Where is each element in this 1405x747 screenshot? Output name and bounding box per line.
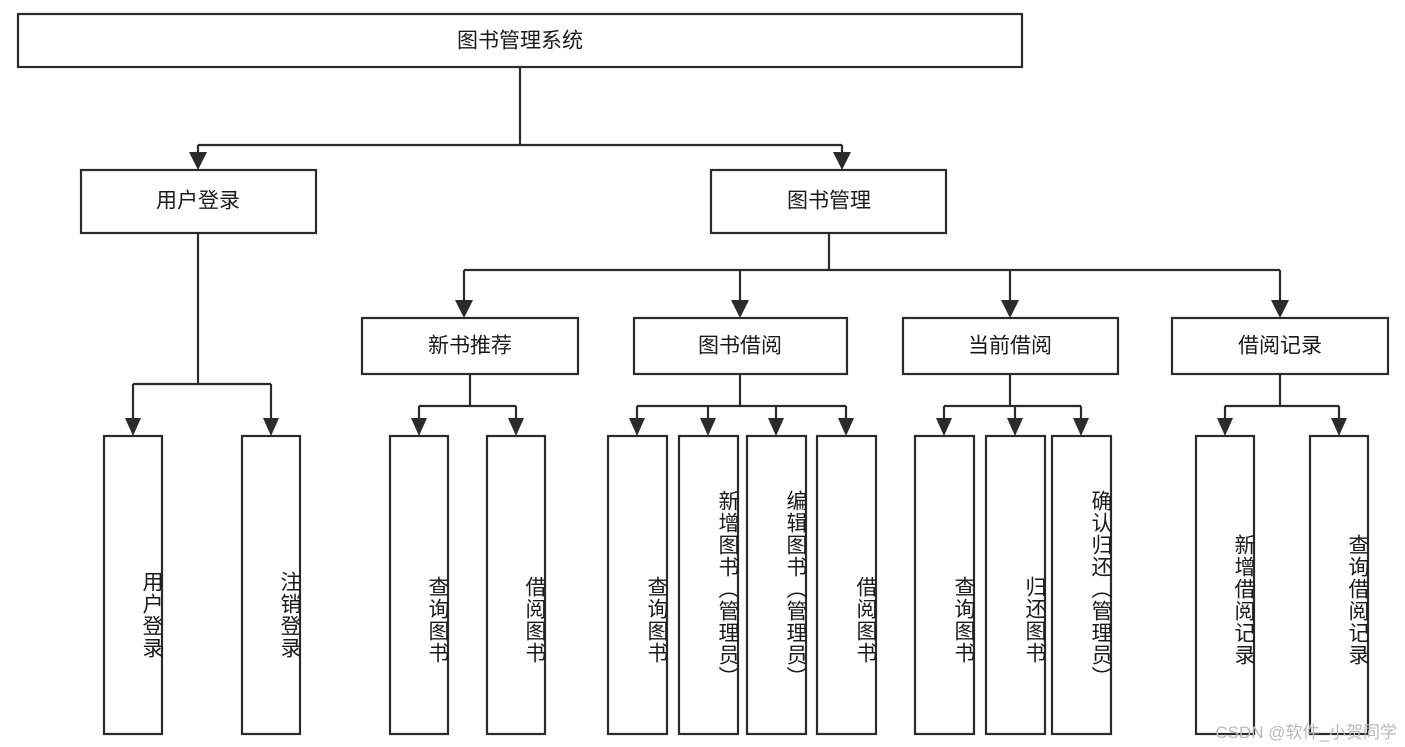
node-new-book-recommend-box[interactable] bbox=[360, 316, 580, 376]
node-root-system-label: 图书管理系统 bbox=[457, 30, 583, 53]
arrow-head-icon bbox=[700, 418, 716, 436]
connector-bookborrow-to-leaves bbox=[629, 374, 854, 436]
arrow-head-icon bbox=[1331, 418, 1347, 436]
node-leaf-add-record-box[interactable] bbox=[1194, 434, 1256, 736]
node-leaf-edit-book-box[interactable] bbox=[745, 434, 808, 736]
arrow-head-icon bbox=[936, 418, 952, 436]
arrow-head-icon bbox=[731, 300, 749, 318]
node-leaf-query-book-recommend-box[interactable] bbox=[388, 434, 450, 736]
watermark-text: CSDN @软件_小贺同学 bbox=[1215, 723, 1397, 742]
connector-borrowrecord-to-leaves bbox=[1217, 374, 1347, 436]
node-leaf-borrow-book-box[interactable] bbox=[815, 434, 878, 736]
node-user-login-label: 用户登录 bbox=[156, 190, 240, 213]
leaf-boxes bbox=[102, 434, 1370, 736]
node-borrow-record-box[interactable] bbox=[1170, 316, 1390, 376]
node-book-borrow-box[interactable] bbox=[632, 316, 849, 376]
node-borrow-record-label: 借阅记录 bbox=[1238, 335, 1322, 358]
arrow-head-icon bbox=[1217, 418, 1233, 436]
arrow-head-icon bbox=[508, 418, 524, 436]
node-borrow-record[interactable]: 借阅记录 bbox=[1170, 316, 1390, 376]
arrow-head-icon bbox=[1007, 418, 1023, 436]
arrow-head-icon bbox=[833, 152, 851, 170]
node-leaf-add-book-box[interactable] bbox=[677, 434, 740, 736]
connector-currentborrow-to-leaves bbox=[936, 374, 1089, 436]
connector-newbook-to-leaves bbox=[411, 374, 524, 436]
node-book-manage[interactable]: 图书管理 bbox=[709, 168, 948, 235]
node-new-book-recommend[interactable]: 新书推荐 bbox=[360, 316, 580, 376]
arrow-head-icon bbox=[411, 418, 427, 436]
node-user-login[interactable]: 用户登录 bbox=[79, 168, 318, 235]
arrow-head-icon bbox=[263, 418, 279, 436]
arrow-head-icon bbox=[455, 300, 473, 318]
arrow-head-icon bbox=[1073, 418, 1089, 436]
arrow-head-icon bbox=[125, 418, 141, 436]
node-leaf-user-login-box[interactable] bbox=[102, 434, 164, 736]
node-book-borrow-label: 图书借阅 bbox=[698, 335, 782, 358]
arrow-head-icon bbox=[629, 418, 645, 436]
arrow-head-icon bbox=[189, 152, 207, 170]
node-new-book-recommend-label: 新书推荐 bbox=[428, 335, 512, 358]
node-leaf-return-book-box[interactable] bbox=[984, 434, 1047, 736]
arrow-head-icon bbox=[1001, 300, 1019, 318]
node-root-system[interactable]: 图书管理系统 bbox=[16, 12, 1024, 69]
connector-root-to-level2 bbox=[189, 67, 851, 170]
arrow-head-icon bbox=[838, 418, 854, 436]
connector-bookmanage-to-level3 bbox=[455, 233, 1289, 318]
node-leaf-query-record-box[interactable] bbox=[1308, 434, 1370, 736]
node-current-borrow[interactable]: 当前借阅 bbox=[901, 316, 1120, 376]
node-leaf-query-book-current-box[interactable] bbox=[913, 434, 976, 736]
node-book-borrow[interactable]: 图书借阅 bbox=[632, 316, 849, 376]
node-user-login-box[interactable] bbox=[79, 168, 318, 235]
node-book-manage-label: 图书管理 bbox=[787, 190, 871, 213]
node-book-manage-box[interactable] bbox=[709, 168, 948, 235]
node-current-borrow-box[interactable] bbox=[901, 316, 1120, 376]
node-leaf-logout-box[interactable] bbox=[240, 434, 302, 736]
connector-userlogin-to-leaves bbox=[125, 233, 279, 436]
node-leaf-borrow-book-recommend-box[interactable] bbox=[485, 434, 547, 736]
arrow-head-icon bbox=[768, 418, 784, 436]
node-root-system-box[interactable] bbox=[16, 12, 1024, 69]
node-leaf-query-book-borrow-box[interactable] bbox=[606, 434, 669, 736]
node-current-borrow-label: 当前借阅 bbox=[968, 335, 1052, 358]
node-leaf-confirm-return-box[interactable] bbox=[1050, 434, 1113, 736]
arrow-head-icon bbox=[1271, 300, 1289, 318]
